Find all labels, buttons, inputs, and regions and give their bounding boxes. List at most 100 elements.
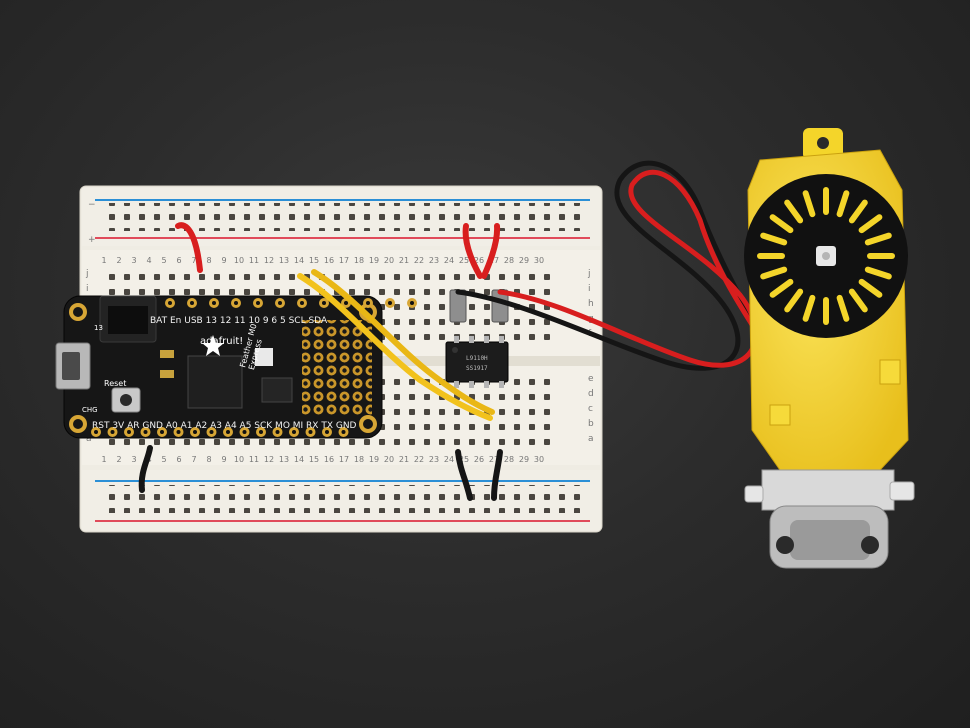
column-number-top: 8 [206, 256, 211, 265]
column-number-bottom: 30 [534, 455, 544, 464]
column-number-bottom: 20 [384, 455, 394, 464]
column-number-bottom: 15 [309, 455, 319, 464]
microcontroller-chip [187, 355, 243, 409]
power-rail-bottom [82, 470, 600, 530]
column-number-bottom: 28 [504, 455, 514, 464]
column-number-bottom: 25 [459, 455, 469, 464]
jumper-wires [138, 222, 503, 501]
column-number-top: 12 [264, 256, 274, 265]
column-number-top: 9 [221, 256, 226, 265]
column-number-top: 1 [101, 256, 106, 265]
top-pin-labels: BAT En USB 13 12 11 10 9 6 5 SCL SDA [150, 316, 328, 326]
column-number-bottom: 13 [279, 455, 289, 464]
encoder-slot [784, 288, 804, 313]
column-number-top: 17 [339, 256, 349, 265]
row-letter: b [588, 419, 594, 429]
row-letter: d [588, 389, 594, 399]
row-letter: a [86, 434, 92, 444]
led13-label: 13 [94, 324, 103, 332]
column-number-top: 28 [504, 256, 514, 265]
column-number-bottom: 29 [519, 455, 529, 464]
column-number-top: 23 [429, 256, 439, 265]
encoder-slot [864, 266, 892, 280]
row-letter: c [588, 404, 593, 414]
column-number-bottom: 16 [324, 455, 334, 464]
feather-m0-board: adafruit! Feather M0 Express BAT En USB … [55, 295, 417, 439]
column-number-top: 27 [489, 256, 499, 265]
bottom-pin-labels: RST 3V AR GND A0 A1 A2 A3 A4 A5 SCK MO M… [92, 421, 357, 431]
column-number-bottom: 6 [176, 455, 181, 464]
column-number-top: 4 [146, 256, 151, 265]
rail-minus-label: − [88, 200, 96, 210]
column-number-bottom: 1 [101, 455, 106, 464]
column-number-top: 15 [309, 256, 319, 265]
column-number-top: 26 [474, 256, 484, 265]
column-number-bottom: 8 [206, 455, 211, 464]
row-letter: a [588, 434, 594, 444]
row-letter: i [588, 284, 591, 294]
chip-marking-1: L9110H [466, 355, 488, 362]
encoder-slot [858, 214, 883, 234]
column-number-top: 14 [294, 256, 304, 265]
column-number-top: 21 [399, 256, 409, 265]
row-letter: i [86, 284, 89, 294]
encoder-wheel [744, 174, 908, 338]
encoder-slot [760, 266, 788, 280]
motor-driver-chip: L9110H SS1917 [445, 336, 509, 388]
column-number-bottom: 19 [369, 455, 379, 464]
encoder-slot [858, 278, 883, 298]
column-number-top: 6 [176, 256, 181, 265]
neopixel-led [255, 348, 273, 366]
column-number-top: 25 [459, 256, 469, 265]
chg-label: CHG [82, 406, 98, 414]
power-rail-top: − + [82, 188, 600, 246]
column-number-top: 20 [384, 256, 394, 265]
bottom-header-pins [91, 427, 349, 437]
adafruit-logo [202, 335, 224, 356]
column-number-bottom: 23 [429, 455, 439, 464]
column-number-bottom: 17 [339, 455, 349, 464]
column-number-top: 2 [116, 256, 121, 265]
column-number-bottom: 24 [444, 455, 454, 464]
reset-label: Reset [104, 379, 126, 388]
rail-plus-label: + [88, 235, 96, 245]
column-number-top: 11 [249, 256, 259, 265]
column-number-bottom: 12 [264, 455, 274, 464]
column-number-bottom: 7 [191, 455, 196, 464]
row-letter: j [85, 269, 89, 279]
column-number-bottom: 3 [131, 455, 136, 464]
column-number-top: 3 [131, 256, 136, 265]
column-number-bottom: 5 [161, 455, 166, 464]
column-number-bottom: 26 [474, 455, 484, 464]
row-letter: e [588, 374, 594, 384]
column-number-top: 24 [444, 256, 454, 265]
yellow-gear-motor [744, 128, 915, 569]
column-number-bottom: 18 [354, 455, 364, 464]
encoder-slot [848, 288, 868, 313]
encoder-slot [864, 232, 892, 246]
encoder-slot [836, 294, 850, 322]
column-number-bottom: 9 [221, 455, 226, 464]
column-number-bottom: 11 [249, 455, 259, 464]
row-letter: j [587, 269, 591, 279]
column-number-top: 7 [191, 256, 196, 265]
column-number-bottom: 27 [489, 455, 499, 464]
column-number-bottom: 2 [116, 455, 121, 464]
column-number-bottom: 14 [294, 455, 304, 464]
column-number-top: 22 [414, 256, 424, 265]
encoder-slot [802, 190, 816, 218]
brand-label: adafruit! [200, 336, 243, 347]
encoder-slot [836, 190, 850, 218]
column-number-top: 10 [234, 256, 244, 265]
column-number-top: 19 [369, 256, 379, 265]
encoder-slot [848, 199, 868, 224]
column-numbers: 1122334455667788991010111112121313141415… [101, 256, 544, 464]
column-number-top: 5 [161, 256, 166, 265]
column-number-top: 18 [354, 256, 364, 265]
top-header-pins [165, 298, 417, 308]
encoder-slot [784, 199, 804, 224]
column-number-top: 30 [534, 256, 544, 265]
chip-marking-2: SS1917 [466, 365, 488, 372]
